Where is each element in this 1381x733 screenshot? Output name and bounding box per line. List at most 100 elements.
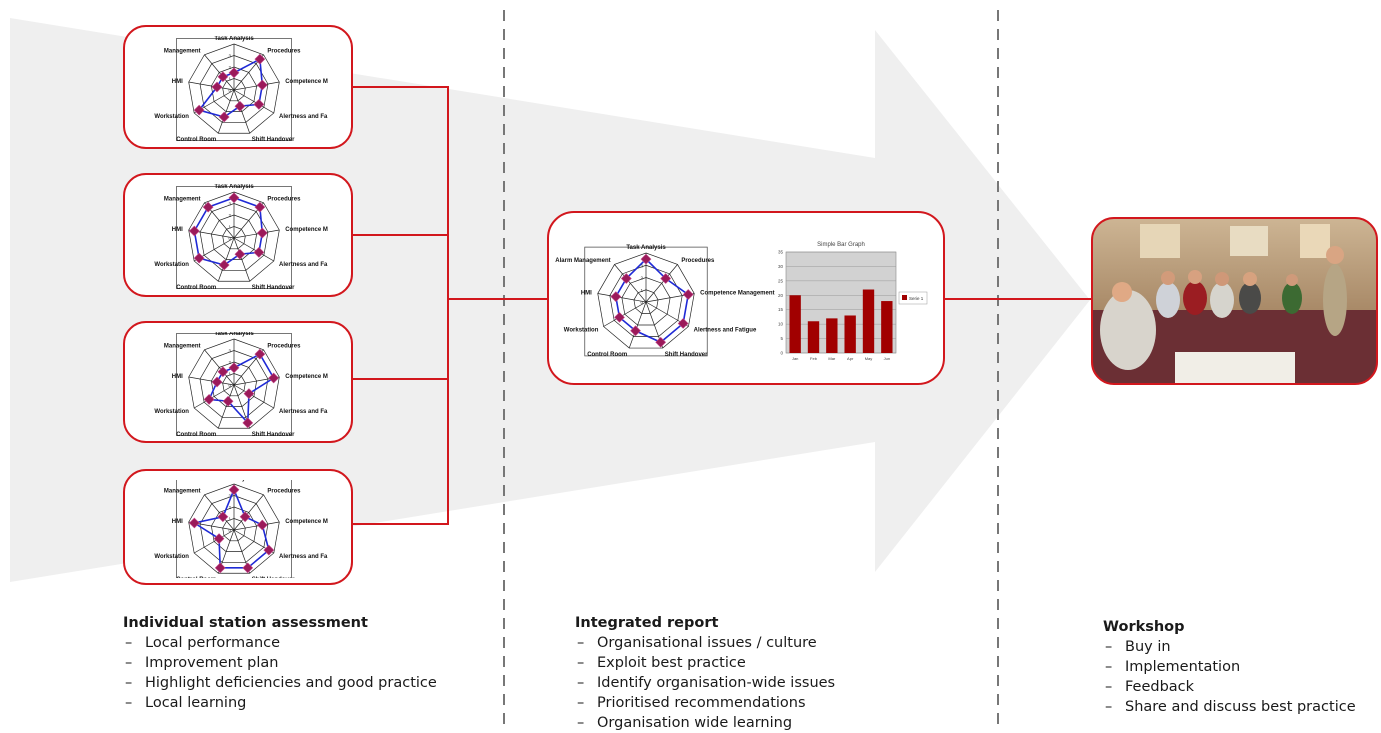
radar-gridline (188, 43, 280, 134)
radar-point (193, 252, 205, 264)
radar-axis-label: Workstation (154, 114, 189, 120)
radar-frame (176, 186, 292, 289)
radar-point (211, 81, 223, 93)
y-tick-label: 20 (778, 293, 784, 298)
radar-spoke (204, 54, 235, 91)
radar-point (243, 388, 255, 399)
radar-scale-label: 0 (228, 383, 231, 388)
radar-point (256, 227, 268, 239)
radar-point (263, 544, 275, 556)
radar-point (256, 79, 268, 91)
radar-scale-label: 2 (640, 276, 643, 281)
radar-scale-label: 3 (640, 263, 643, 268)
radar-axis-label: Control Room (176, 577, 216, 583)
radar-spoke (597, 293, 647, 303)
radar-gridline (609, 264, 683, 337)
radar-axis-label: HMI (581, 291, 592, 297)
radar-point (254, 53, 266, 65)
radar-spoke (193, 529, 235, 554)
radar-axis-label: Procedures (267, 48, 301, 54)
radar-spoke (603, 301, 647, 327)
radar-axis-label: Management (164, 48, 201, 54)
radar-spoke (204, 494, 235, 531)
radar-axis-label: Competence Management (700, 291, 774, 297)
radar-point (655, 336, 667, 348)
radar-spoke (217, 237, 235, 282)
radar-axis-label: Competence M (285, 374, 328, 380)
radar-point (234, 100, 246, 112)
radar-axis-label: Shift Handover (252, 432, 295, 438)
radar-point (620, 273, 632, 284)
radar-gridline (199, 350, 269, 418)
radar-scale-label: 0 (228, 528, 231, 533)
radar-spoke (233, 89, 251, 134)
radar-axis-label: HMI (172, 227, 183, 233)
y-tick-label: 35 (778, 250, 784, 255)
radar-gridline (621, 277, 671, 326)
list-item: Organisational issues / culture (575, 633, 835, 653)
radar-point (614, 311, 625, 323)
radar-axis-label: Control Room (176, 285, 216, 291)
list-item: Share and discuss best practice (1103, 697, 1356, 717)
radar-scale-label: 1 (228, 372, 231, 377)
radar-point (211, 376, 223, 388)
radar-point (239, 511, 251, 523)
radar-point (217, 366, 229, 378)
list-item: Prioritised recommendations (575, 693, 835, 713)
list-item: Improvement plan (123, 653, 437, 673)
radar-scale-label: 3 (228, 494, 231, 499)
radar-spoke (193, 384, 235, 409)
radar-axis-label: Workstation (154, 554, 189, 560)
radar-axis-label: Workstation (154, 262, 189, 268)
chart-title: Simple Bar Graph (817, 242, 865, 248)
list-item: Local performance (123, 633, 437, 653)
radar-axis-label: Alarm Management (555, 258, 610, 264)
radar-point (214, 562, 226, 574)
legend-swatch (902, 295, 907, 300)
radar-series-line (615, 258, 690, 344)
radar-axis-label: Procedures (267, 343, 301, 349)
radar-scale-label: 2 (228, 65, 231, 70)
bar (844, 315, 856, 353)
radar-axis-label: Control Room (176, 432, 216, 438)
radar-gridline (222, 78, 246, 102)
radar-series-line (207, 353, 275, 425)
radar-point (222, 395, 234, 407)
x-tick-label: May (865, 356, 873, 361)
y-tick-label: 10 (778, 322, 784, 327)
radar-scale-label: 3 (228, 54, 231, 59)
radar-point (228, 67, 240, 79)
radar-point (202, 201, 214, 213)
caption-title: Integrated report (575, 615, 719, 631)
radar-point (253, 247, 265, 258)
radar-spoke (233, 237, 275, 262)
radar-spoke (233, 521, 280, 531)
radar-axis-label: Task Analysis (214, 476, 254, 482)
radar-axis-label: Procedures (267, 488, 301, 494)
radar-scale-label: 0 (228, 88, 231, 93)
radar-axis-label: Control Room (587, 352, 627, 358)
radar-point (188, 517, 200, 529)
radar-axis-label: Task Analysis (626, 245, 666, 251)
radar-axis-label: Alertness and Fa (279, 114, 328, 120)
bar (789, 295, 801, 353)
radar-spoke (188, 376, 235, 386)
radar-point (242, 417, 254, 429)
radar-axis-label: Alertness and Fa (279, 554, 328, 560)
radar-point (234, 248, 246, 260)
radar-axis-label: Management (164, 196, 201, 202)
radar-point (268, 372, 280, 384)
radar-axis-label: Workstation (154, 409, 189, 415)
y-tick-label: 0 (780, 351, 783, 356)
radar-spoke (233, 494, 264, 531)
radar-point (203, 394, 215, 405)
x-tick-label: Mar (828, 356, 836, 361)
radar-point (188, 225, 200, 237)
radar-point (254, 348, 266, 360)
radar-spoke (204, 349, 235, 386)
